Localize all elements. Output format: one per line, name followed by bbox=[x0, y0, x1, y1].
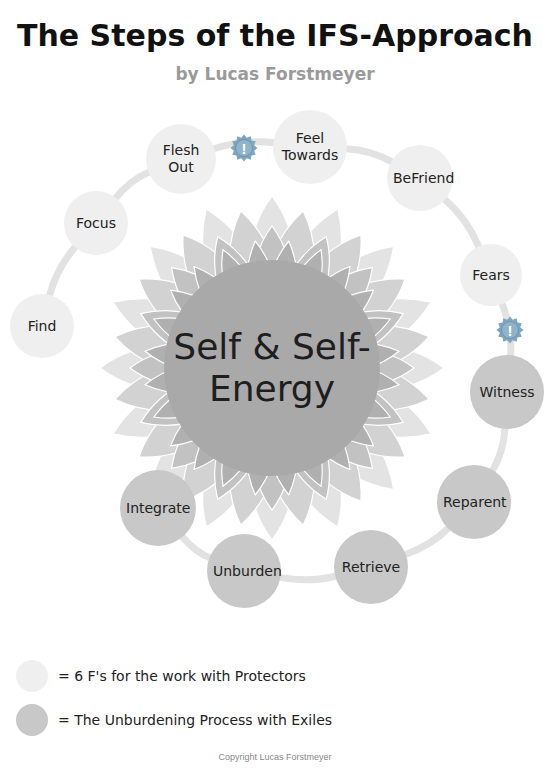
exile-step: Unburden bbox=[207, 534, 281, 608]
step-label: Flesh Out bbox=[154, 142, 208, 176]
step-label: Find bbox=[28, 318, 57, 335]
step-label: Unburden bbox=[213, 563, 275, 580]
ring-segment bbox=[444, 199, 479, 248]
step-label: Feel Towards bbox=[281, 130, 339, 164]
warning-badge: ! bbox=[496, 316, 524, 344]
warning-badge: ! bbox=[230, 134, 258, 162]
ring-segment bbox=[49, 246, 75, 296]
badge-mark: ! bbox=[242, 140, 247, 157]
legend-text: = The Unburdening Process with Exiles bbox=[58, 712, 332, 728]
copyright: Copyright Lucas Forstmeyer bbox=[0, 752, 550, 762]
badge-mark: ! bbox=[508, 322, 513, 339]
exile-step: Witness bbox=[470, 355, 544, 429]
step-label: Witness bbox=[480, 384, 535, 401]
exile-step: Retrieve bbox=[334, 530, 408, 604]
protector-step: BeFriend bbox=[387, 145, 453, 211]
legend-text: = 6 F's for the work with Protectors bbox=[58, 668, 306, 684]
step-label: Integrate bbox=[126, 500, 190, 517]
step-label: Focus bbox=[76, 215, 116, 232]
title: The Steps of the IFS-Approach bbox=[17, 18, 533, 53]
step-label: Reparent bbox=[443, 494, 505, 511]
protector-step: Feel Towards bbox=[273, 110, 347, 184]
exile-step: Reparent bbox=[437, 465, 511, 539]
ring-segment bbox=[182, 536, 210, 558]
legend-swatch bbox=[16, 660, 48, 692]
ring-segment bbox=[492, 428, 505, 471]
subtitle: by Lucas Forstmeyer bbox=[0, 64, 550, 84]
ring-segment bbox=[405, 528, 449, 555]
protector-step: Flesh Out bbox=[146, 124, 216, 194]
step-label: Fears bbox=[472, 267, 510, 284]
self-label: Self & Self-Energy bbox=[157, 326, 387, 410]
ring-segment bbox=[346, 149, 392, 162]
step-label: Retrieve bbox=[342, 559, 400, 576]
ring-segment bbox=[115, 172, 149, 199]
ring-segment bbox=[279, 576, 336, 580]
protector-step: Fears bbox=[460, 244, 522, 306]
protector-step: Focus bbox=[64, 191, 128, 255]
exile-step: Integrate bbox=[120, 470, 196, 546]
legend-row: = The Unburdening Process with Exiles bbox=[16, 704, 332, 736]
legend-row: = 6 F's for the work with Protectors bbox=[16, 660, 306, 692]
step-label: BeFriend bbox=[393, 170, 447, 187]
legend-swatch bbox=[16, 704, 48, 736]
protector-step: Find bbox=[10, 294, 74, 358]
